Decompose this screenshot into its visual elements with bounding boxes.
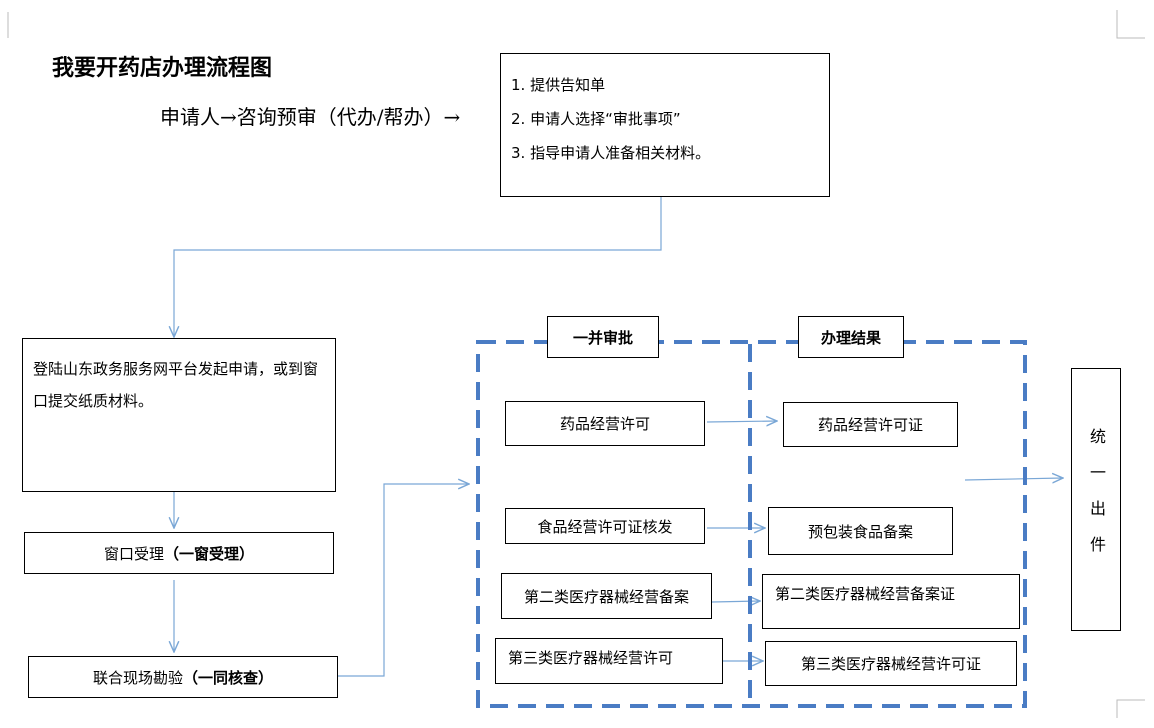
review-group-outline bbox=[476, 340, 1027, 708]
page-title: 我要开药店办理流程图 bbox=[52, 56, 273, 81]
apply-box: 登陆山东政务服务网平台发起申请，或到窗口提交纸质材料。 bbox=[22, 338, 336, 492]
review-item: 药品经营许可 bbox=[505, 401, 705, 446]
arrow-result-to-final bbox=[964, 478, 1063, 480]
consult-item: 1. 提供告知单 bbox=[511, 76, 606, 94]
window-accept-box: 窗口受理（一窗受理） bbox=[24, 532, 334, 574]
final-output-box: 统一出件 bbox=[1071, 368, 1121, 631]
arrow-consult-to-apply bbox=[174, 197, 662, 337]
arrow-review-1 bbox=[706, 421, 777, 422]
review-item: 食品经营许可证核发 bbox=[505, 508, 705, 544]
consult-item: 3. 指导申请人准备相关材料。 bbox=[511, 144, 711, 162]
result-item: 药品经营许可证 bbox=[783, 402, 958, 447]
arrow-inspection-to-review bbox=[338, 484, 469, 677]
joint-inspection-box: 联合现场勘验（一同核查） bbox=[28, 656, 338, 698]
result-item: 第三类医疗器械经营许可证 bbox=[765, 641, 1017, 686]
header-result: 办理结果 bbox=[798, 316, 904, 358]
review-item: 第二类医疗器械经营备案 bbox=[501, 573, 712, 619]
window-accept-bold: （一窗受理） bbox=[164, 544, 255, 563]
page-corner-mark bbox=[1116, 10, 1145, 39]
window-accept-label: 窗口受理 bbox=[103, 544, 164, 563]
result-item: 第二类医疗器械经营备案证 bbox=[762, 574, 1020, 629]
arrow-review-3 bbox=[711, 601, 760, 602]
result-item: 预包装食品备案 bbox=[768, 507, 953, 555]
header-review: 一并审批 bbox=[547, 316, 659, 358]
consult-item: 2. 申请人选择“审批事项” bbox=[511, 110, 681, 128]
final-output-label: 统一出件 bbox=[1087, 427, 1106, 572]
flow-intro: 申请人→咨询预审（代办/帮办）→ bbox=[160, 105, 461, 129]
joint-inspection-label: 联合现场勘验 bbox=[92, 668, 183, 687]
joint-inspection-bold: （一同核查） bbox=[183, 668, 274, 687]
consult-box: 1. 提供告知单 2. 申请人选择“审批事项” 3. 指导申请人准备相关材料。 bbox=[500, 53, 830, 197]
page-corner-mark bbox=[1116, 699, 1145, 718]
review-item: 第三类医疗器械经营许可 bbox=[495, 638, 723, 684]
